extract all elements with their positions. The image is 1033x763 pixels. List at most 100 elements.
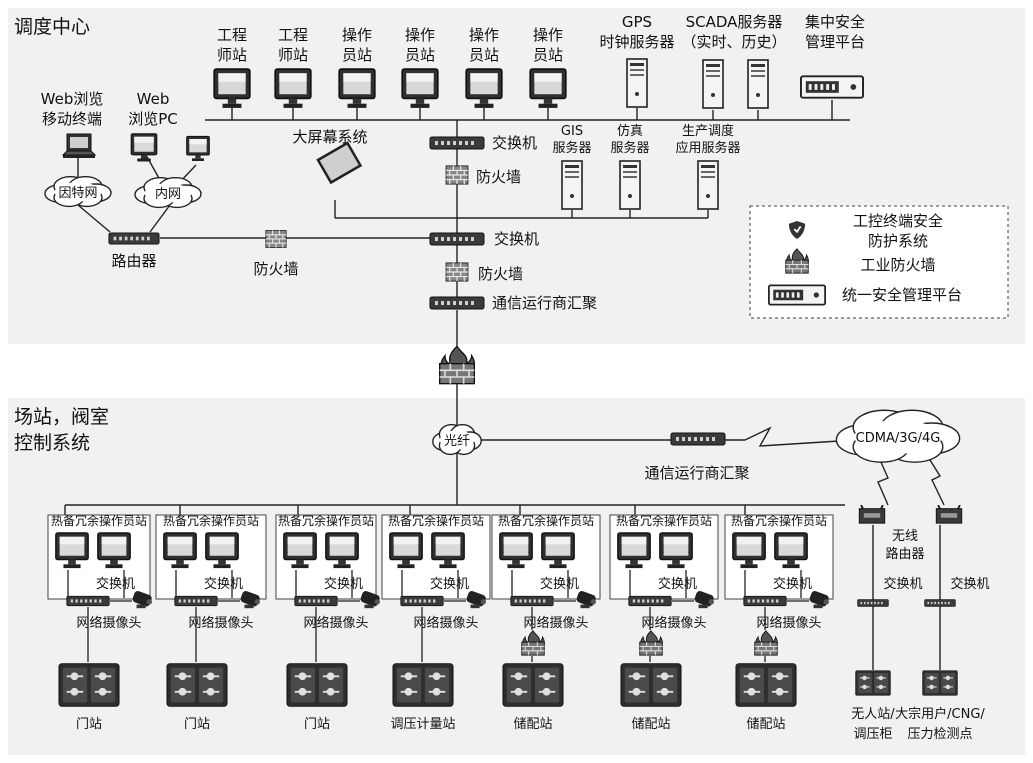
workstation-label: 员站 bbox=[342, 46, 372, 64]
security-platform-icon bbox=[768, 284, 826, 306]
legend-terminal-label: 工控终端安全 bbox=[853, 212, 943, 230]
workstation-label: 工程 bbox=[217, 26, 247, 44]
camera-label: 网络摄像头 bbox=[76, 615, 141, 631]
telecom-label: 通信运行商汇聚 bbox=[492, 294, 597, 312]
firewall-left-label: 防火墙 bbox=[253, 260, 298, 278]
plc-controller-icon bbox=[502, 662, 564, 708]
remote-site-label: 调压柜 bbox=[853, 727, 892, 742]
scada-server-label: （实时、历史） bbox=[681, 33, 786, 51]
web-mobile-label: Web浏览 bbox=[41, 90, 104, 108]
firewall-icon bbox=[265, 229, 287, 249]
prod-server-label: 应用服务器 bbox=[675, 140, 740, 156]
remote-switch-icon bbox=[857, 599, 889, 607]
internet-cloud-icon bbox=[44, 176, 112, 208]
gps-server-icon bbox=[626, 58, 648, 108]
firewall-icon bbox=[445, 165, 469, 185]
legend-terminal-label: 防护系统 bbox=[868, 232, 928, 250]
plc-controller-icon bbox=[58, 662, 120, 708]
station-switch-label: 交换机 bbox=[204, 576, 243, 592]
central-mgmt-label: 集中安全 bbox=[805, 13, 865, 31]
remote-plc-icon bbox=[922, 669, 958, 697]
scada-server-icon bbox=[747, 59, 769, 109]
station-switch-label: 交换机 bbox=[430, 576, 469, 592]
central-mgmt-label: 管理平台 bbox=[805, 33, 865, 51]
station-name-label: 储配站 bbox=[513, 717, 552, 732]
station-name-label: 门站 bbox=[184, 717, 210, 732]
station-switch-label: 交换机 bbox=[773, 576, 812, 592]
remote-site-label: 大宗用户/CNG/ bbox=[895, 706, 985, 722]
sim-server-label: 仿真 bbox=[617, 124, 643, 139]
intranet-label: 内网 bbox=[155, 186, 181, 202]
station-header-label: 热备冗余操作员站 bbox=[616, 513, 712, 528]
cdma-cloud-icon bbox=[835, 409, 961, 463]
scada-server-label: SCADA服务器 bbox=[686, 13, 783, 31]
switch-label: 交换机 bbox=[492, 134, 537, 152]
gps-server-label: 时钟服务器 bbox=[599, 33, 674, 51]
workstation-label: 师站 bbox=[217, 46, 247, 64]
workstation-label: 员站 bbox=[469, 46, 499, 64]
router-icon bbox=[108, 232, 160, 245]
station-header-label: 热备冗余操作员站 bbox=[498, 513, 594, 528]
dispatch-center-title: 调度中心 bbox=[14, 16, 90, 38]
legend-firewall-label: 工业防火墙 bbox=[860, 256, 935, 274]
station-section-title: 场站，阀室 bbox=[14, 406, 109, 428]
firewall-label: 防火墙 bbox=[478, 265, 523, 283]
intranet-cloud-icon bbox=[134, 177, 202, 209]
sim-server-icon bbox=[619, 160, 641, 210]
remote-site-label: 无人站/ bbox=[851, 707, 895, 722]
workstation-label: 员站 bbox=[405, 46, 435, 64]
firewall-icon bbox=[445, 262, 469, 282]
web-pc-label: 浏览PC bbox=[128, 110, 178, 128]
switch-label: 交换机 bbox=[494, 230, 539, 248]
sim-server-label: 服务器 bbox=[610, 140, 649, 156]
fiber-label: 光纤 bbox=[444, 434, 470, 449]
wireless-router-label: 路由器 bbox=[885, 546, 924, 562]
scada-server-icon bbox=[702, 59, 724, 109]
central-mgmt-appliance-icon bbox=[800, 75, 864, 99]
gis-server-label: GIS bbox=[561, 124, 583, 139]
workstation-label: 操作 bbox=[342, 26, 372, 44]
remote-plc-icon bbox=[855, 669, 891, 697]
workstation-label: 工程 bbox=[278, 26, 308, 44]
workstation-label: 操作 bbox=[405, 26, 435, 44]
gis-server-label: 服务器 bbox=[552, 140, 591, 156]
plc-controller-icon bbox=[735, 662, 797, 708]
camera-label: 网络摄像头 bbox=[303, 615, 368, 631]
web-mobile-label: 移动终端 bbox=[42, 110, 102, 128]
big-screen-icon bbox=[316, 141, 363, 185]
station-switch-label: 交换机 bbox=[658, 576, 697, 592]
station-switch-icon bbox=[628, 595, 672, 607]
remote-switch-label: 交换机 bbox=[883, 576, 922, 592]
cdma-label: CDMA/3G/4G bbox=[856, 431, 941, 446]
telecom-switch-icon bbox=[670, 432, 726, 446]
station-name-label: 调压计量站 bbox=[390, 717, 455, 732]
internet-label: 因特网 bbox=[58, 186, 97, 201]
workstation-label: 操作 bbox=[469, 26, 499, 44]
gps-server-label: GPS bbox=[622, 13, 652, 31]
telecom-switch-icon bbox=[429, 296, 485, 310]
switch-icon bbox=[429, 232, 485, 246]
station-header-label: 热备冗余操作员站 bbox=[163, 513, 259, 528]
station-section-title: 控制系统 bbox=[14, 432, 90, 454]
workstation-label: 员站 bbox=[533, 46, 563, 64]
top-links bbox=[77, 100, 850, 345]
industrial-firewall-icon bbox=[438, 345, 476, 385]
station-name-label: 门站 bbox=[76, 717, 102, 732]
plc-controller-icon bbox=[166, 662, 228, 708]
firewall-label: 防火墙 bbox=[476, 168, 521, 186]
legend-platform-label: 统一安全管理平台 bbox=[842, 286, 962, 304]
station-switch-icon bbox=[510, 595, 554, 607]
station-header-label: 热备冗余操作员站 bbox=[388, 513, 484, 528]
station-header-label: 热备冗余操作员站 bbox=[278, 513, 374, 528]
station-switch-icon bbox=[743, 595, 787, 607]
camera-label: 网络摄像头 bbox=[641, 615, 706, 631]
router-label: 路由器 bbox=[111, 252, 156, 270]
camera-label: 网络摄像头 bbox=[523, 615, 588, 631]
gis-server-icon bbox=[561, 160, 583, 210]
laptop-icon bbox=[62, 133, 96, 159]
station-header-label: 热备冗余操作员站 bbox=[731, 513, 827, 528]
station-switch-label: 交换机 bbox=[540, 576, 579, 592]
prod-server-label: 生产调度 bbox=[682, 123, 734, 139]
remote-switch-icon bbox=[924, 599, 956, 607]
